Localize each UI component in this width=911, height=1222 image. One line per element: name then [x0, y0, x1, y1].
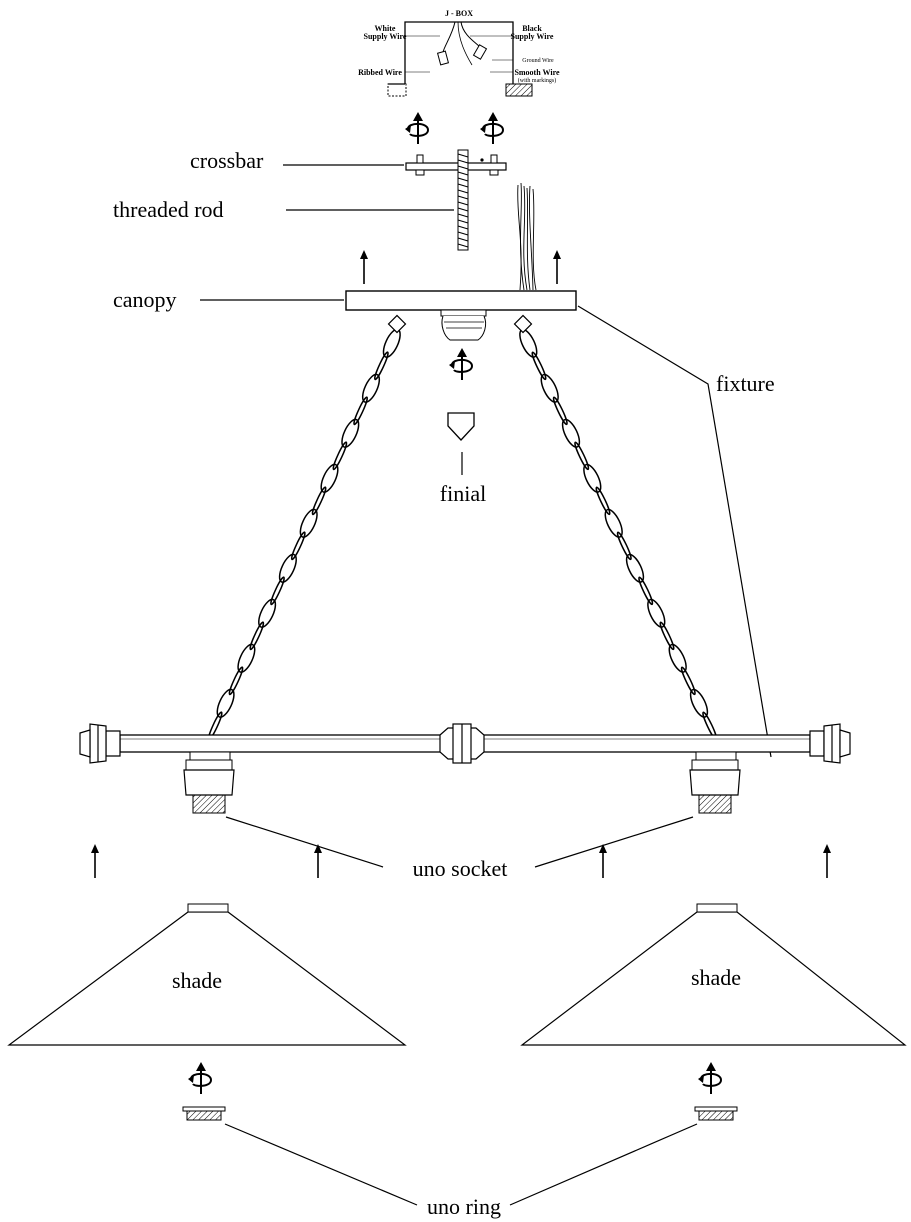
shade-left-label: shade: [172, 968, 222, 993]
uno-socket-left: [183, 751, 235, 814]
chain-link: [680, 666, 696, 696]
uno-socket-label: uno socket: [413, 856, 508, 881]
up-arrow-icon: [598, 843, 608, 879]
chain-link: [258, 598, 277, 628]
threaded-rod-label: threaded rod: [113, 197, 224, 222]
chain-link: [659, 621, 675, 651]
chain-link: [531, 351, 547, 381]
chain-link: [278, 553, 297, 583]
rotate-arrow-icon: [697, 1061, 722, 1095]
ribbed-wire-label: Ribbed Wire: [358, 68, 402, 77]
chain-link: [353, 396, 368, 426]
chain-link: [668, 643, 687, 673]
bar-end-cap: [809, 730, 825, 757]
chain-link: [374, 351, 389, 381]
shade-right-label: shade: [691, 965, 741, 990]
shade-right-part: [520, 903, 907, 1046]
chain-link: [237, 643, 256, 673]
up-arrow-icon: [90, 843, 100, 879]
chain-link: [689, 688, 709, 718]
threaded-rod-part: [457, 149, 469, 251]
rotate-arrow-icon: [404, 111, 429, 145]
chain-link: [647, 598, 666, 628]
white-supply-wire-line1: White: [375, 24, 396, 33]
chain-link: [519, 328, 538, 358]
chain-link: [540, 373, 559, 403]
chain-link: [552, 396, 568, 426]
bar-end-caps: [79, 723, 851, 764]
chain-link: [604, 508, 623, 538]
chain-connectors: [199, 314, 725, 754]
chain-link: [332, 441, 348, 471]
junction-box: [387, 21, 533, 97]
chain-link: [574, 441, 590, 471]
rotate-arrow-icon: [448, 347, 473, 381]
smooth-wire-label: Smooth Wire: [514, 68, 560, 77]
crossbar-part: [405, 154, 507, 176]
crossbar-label: crossbar: [190, 148, 264, 173]
uno-ring-right: [694, 1106, 738, 1121]
white-supply-wire-line2: Supply Wire: [364, 32, 407, 41]
chain-link: [228, 666, 244, 696]
fixture-label: fixture: [716, 371, 775, 396]
down-arrow-icon: [447, 412, 475, 441]
up-arrow-icon: [359, 249, 369, 285]
bar-end-cap: [79, 729, 91, 758]
chain-link: [249, 621, 265, 651]
uno-ring-left: [182, 1106, 226, 1121]
chain-link: [616, 531, 632, 561]
up-arrow-icon: [313, 843, 323, 879]
rotate-arrow-icon: [187, 1061, 212, 1095]
chain-link: [320, 463, 339, 493]
canopy-part: [345, 290, 577, 311]
canopy-center-cup: [440, 309, 487, 341]
fixture-wires: [517, 182, 537, 291]
jbox-title: J - BOX: [445, 9, 473, 18]
chain-link: [382, 328, 401, 358]
rotate-arrow-icon: [479, 111, 504, 145]
shade-left-part: [7, 903, 407, 1046]
chain-link: [361, 373, 381, 403]
chain-link: [311, 486, 327, 516]
chain-link: [299, 508, 318, 538]
chain-link: [583, 463, 602, 493]
uno-ring-label: uno ring: [427, 1194, 501, 1219]
bar-end-cap: [105, 730, 121, 757]
chain-link: [625, 553, 645, 583]
black-supply-wire-line2: Supply Wire: [511, 32, 554, 41]
smooth-wire-note: (with markings): [518, 77, 557, 84]
chain-link: [561, 418, 581, 448]
chain-link: [290, 531, 306, 561]
uno-socket-right: [689, 751, 741, 814]
chain-link: [270, 576, 285, 606]
up-arrow-icon: [552, 249, 562, 285]
canopy-label: canopy: [113, 287, 177, 312]
chain-link: [638, 576, 654, 606]
up-arrow-icon: [822, 843, 832, 879]
chain-link: [341, 418, 360, 448]
chains: [207, 328, 718, 741]
chain-link: [216, 688, 235, 718]
chain-link: [595, 486, 611, 516]
bar-end-cap: [839, 729, 851, 758]
ground-wire-label: Ground Wire: [522, 58, 554, 64]
black-supply-wire-line1: Black: [522, 24, 542, 33]
finial-label: finial: [440, 481, 486, 506]
